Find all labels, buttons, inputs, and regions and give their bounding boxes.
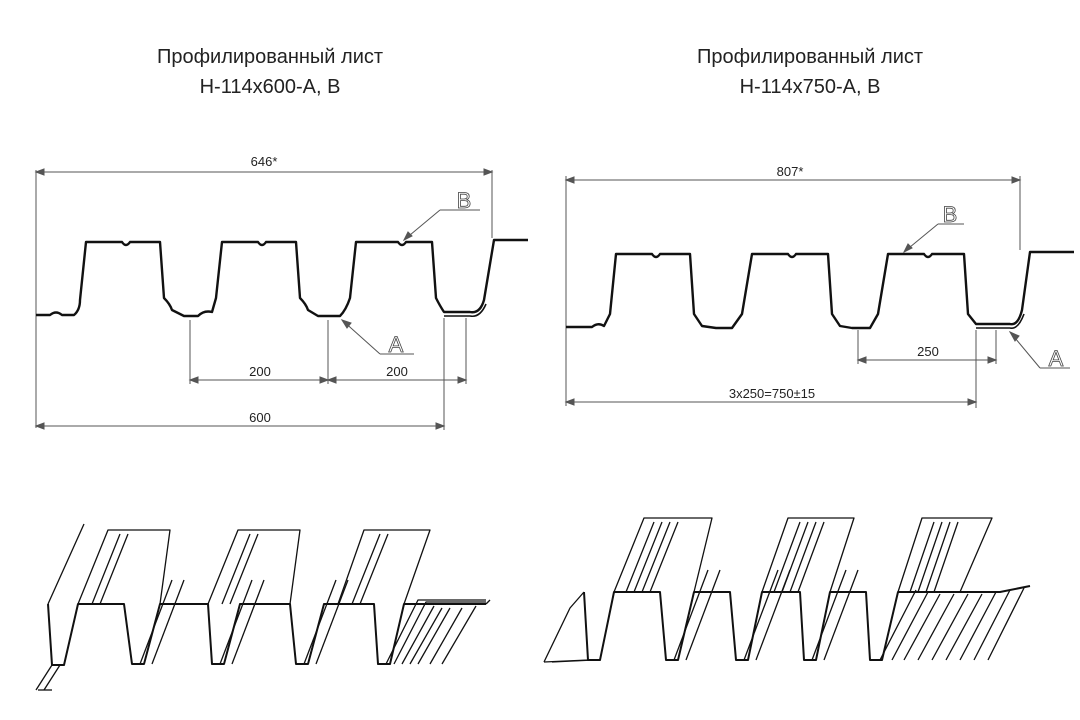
profile-drawing-750: 807* 250 3х250=750±15 В [543,164,1074,663]
title-line-2: Н-114х750-А, В [739,76,881,98]
callout-leader-top [402,209,480,242]
title-line-1: Профилированный лист [696,46,924,68]
callout-label-top: В [943,202,958,227]
dimension-pitch-2-label: 200 [386,364,408,379]
dimension-overall-label: 807* [777,164,804,179]
dimension-total-label: 3х250=750±15 [729,386,815,401]
dimension-overall-label: 646* [251,154,278,169]
profile-title-750: Профилированный лист Н-114х750-А, В [540,42,1080,102]
profile-drawing-600: 646* 200 200 600 [34,154,528,691]
callout-label-bottom: А [389,332,404,357]
callout-leader-bottom [1008,330,1070,369]
isometric-view-600 [35,523,491,691]
dimension-overall [564,176,1022,406]
dimension-total [34,318,446,430]
dimension-overall [34,168,494,428]
profile-panel-750: Профилированный лист Н-114х750-А, В 807*… [540,0,1080,720]
dimension-total [564,330,978,408]
title-line-1: Профилированный лист [156,46,384,68]
cross-section [566,250,1074,330]
dimension-pitch-label: 250 [917,344,939,359]
isometric-view-750 [543,517,1031,663]
dimension-pitch-1-label: 200 [249,364,271,379]
dimension-pitches [188,318,468,384]
profile-panel-600: Профилированный лист Н-114х600-А, В 646* [0,42,540,691]
callout-label-bottom: А [1049,346,1064,371]
dimension-total-label: 600 [249,410,271,425]
callout-leader-top [902,223,964,254]
callout-leader-bottom [340,319,414,355]
cross-section [36,238,528,318]
callout-label-top: В [457,188,472,213]
title-line-2: Н-114х600-А, В [199,76,341,98]
profile-title-600: Профилированный лист Н-114х600-А, В [0,42,540,102]
dimension-pitch [856,330,998,364]
